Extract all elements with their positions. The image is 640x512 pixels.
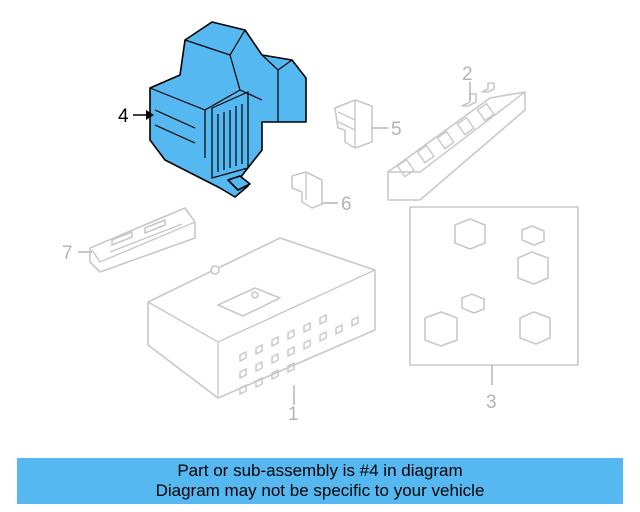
callout-6[interactable]: 6 bbox=[341, 194, 352, 215]
callout-3[interactable]: 3 bbox=[486, 392, 497, 413]
callout-4[interactable]: 4 bbox=[118, 106, 129, 127]
banner-line-disclaimer: Diagram may not be specific to your vehi… bbox=[155, 481, 485, 500]
callout-7[interactable]: 7 bbox=[62, 243, 73, 264]
leader-arrow-4 bbox=[146, 110, 154, 120]
part-2-fuse-strip[interactable] bbox=[387, 82, 526, 201]
part-4-relay-box-cover[interactable] bbox=[149, 21, 307, 198]
parts-diagram: 1 2 3 bbox=[62, 21, 579, 425]
part-5-relay[interactable] bbox=[334, 99, 373, 149]
part-7-fuse-holder[interactable] bbox=[89, 207, 196, 273]
callout-2[interactable]: 2 bbox=[462, 64, 473, 85]
part-6-relay[interactable] bbox=[291, 171, 323, 209]
info-banner: Part or sub-assembly is #4 in diagram Di… bbox=[17, 458, 623, 504]
part-3-relay-kit[interactable] bbox=[409, 206, 579, 366]
part-1-junction-box[interactable] bbox=[147, 237, 376, 399]
callout-5[interactable]: 5 bbox=[391, 119, 402, 140]
callout-1[interactable]: 1 bbox=[288, 404, 299, 425]
banner-line-part-number: Part or sub-assembly is #4 in diagram bbox=[177, 461, 463, 480]
